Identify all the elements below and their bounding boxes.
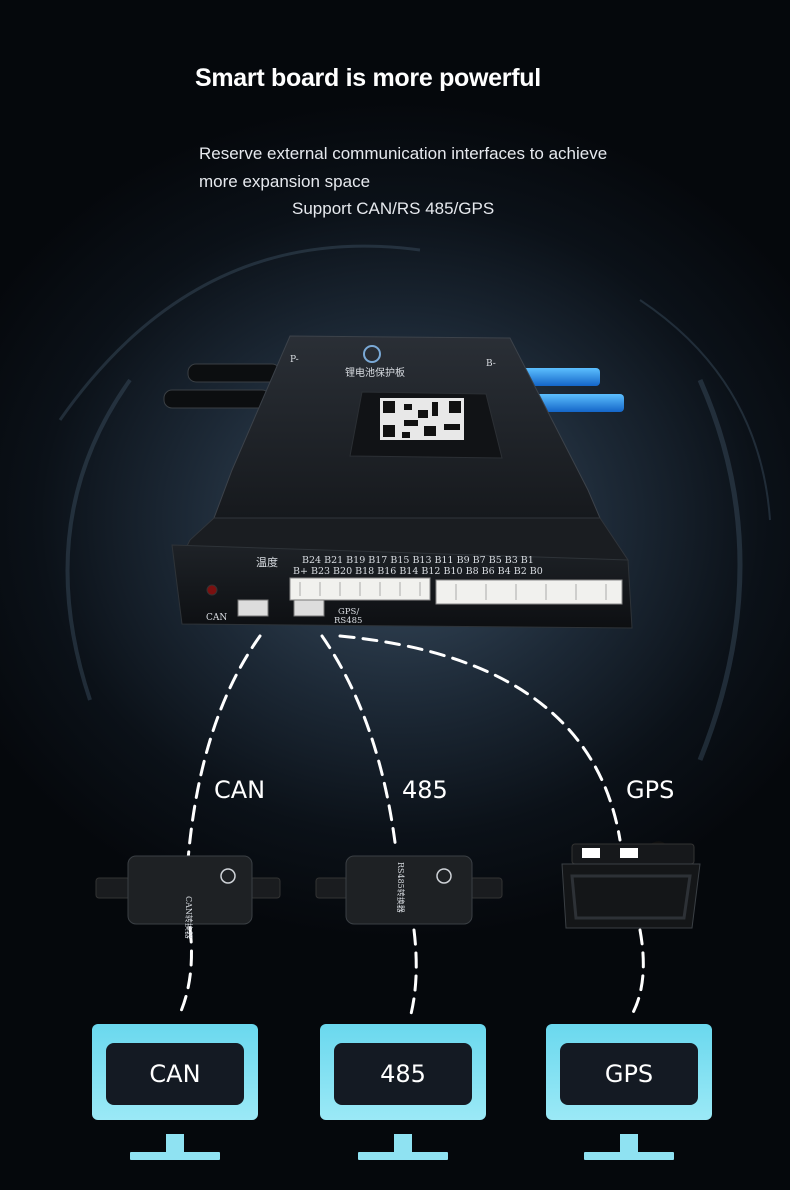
can-port-label: CAN bbox=[206, 613, 227, 623]
rs485-connection-label: 485 bbox=[402, 776, 448, 804]
board-logo-text: 锂电池保护板 bbox=[345, 366, 405, 379]
pin-labels-top: B24 B21 B19 B17 B15 B13 B11 B9 B7 B5 B3 … bbox=[302, 555, 534, 566]
can-converter-module: CAN转换器 bbox=[95, 855, 281, 939]
cloud-logo-icon bbox=[436, 868, 452, 884]
connection-lines bbox=[176, 634, 645, 1020]
rs485-module-text: RS485转换器 bbox=[396, 862, 406, 913]
monitor-neck bbox=[620, 1134, 638, 1156]
black-cables bbox=[163, 363, 281, 409]
gps-connection-label: GPS bbox=[626, 776, 675, 804]
monitor-neck bbox=[166, 1134, 184, 1156]
pin-labels-bottom: B+ B23 B20 B18 B16 B14 B12 B10 B8 B6 B4 … bbox=[293, 566, 543, 577]
gps-port-label-1: GPS/ bbox=[338, 607, 359, 617]
monitor-screen-gps: GPS bbox=[560, 1043, 698, 1105]
background-arcs bbox=[58, 244, 771, 761]
temp-label: 温度 bbox=[256, 555, 278, 569]
rs485-converter-module: RS485转换器 bbox=[315, 855, 503, 925]
monitor-485: 485 bbox=[320, 1024, 486, 1160]
monitor-gps: GPS bbox=[546, 1024, 712, 1160]
p-minus-label: P- bbox=[290, 355, 299, 365]
gps-module bbox=[561, 841, 701, 929]
cloud-logo-icon bbox=[363, 345, 381, 363]
protection-board: 锂电池保护板 P- B- 温度 B24 B21 B19 B17 B15 B13 … bbox=[171, 335, 633, 629]
gps-port-label-2: RS485 bbox=[334, 616, 362, 626]
can-module-text: CAN转换器 bbox=[184, 896, 194, 939]
subtitle-line-1: Reserve external communication interface… bbox=[199, 144, 608, 163]
subtitle-line-3: Support CAN/RS 485/GPS bbox=[292, 199, 495, 218]
monitor-screen-485: 485 bbox=[334, 1043, 472, 1105]
led-indicator bbox=[206, 584, 218, 596]
cloud-logo-icon bbox=[220, 868, 236, 884]
subtitle-line-2: more expansion space bbox=[199, 172, 371, 191]
monitor-neck bbox=[394, 1134, 412, 1156]
monitor-base bbox=[584, 1152, 674, 1160]
b-minus-label: B- bbox=[486, 359, 496, 369]
gps-rs485-port bbox=[293, 599, 325, 617]
can-port bbox=[237, 599, 269, 617]
monitor-screen-can: CAN bbox=[106, 1043, 244, 1105]
monitor-base bbox=[358, 1152, 448, 1160]
can-connection-label: CAN bbox=[214, 776, 266, 804]
monitor-can: CAN bbox=[92, 1024, 258, 1160]
page-title: Smart board is more powerful bbox=[195, 64, 541, 92]
monitor-base bbox=[130, 1152, 220, 1160]
